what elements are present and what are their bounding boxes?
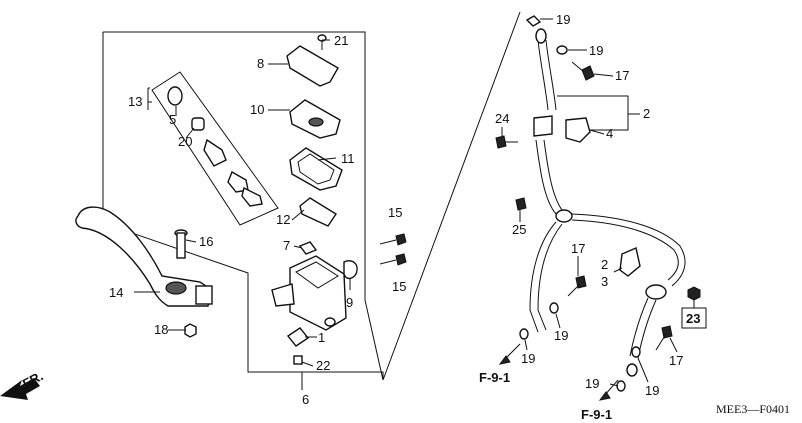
callout-9: 9 [346,295,353,310]
callout-23: 23 [686,311,700,326]
callout-19-bottom: 19 [585,376,599,391]
callout-11: 11 [341,151,355,166]
brake-lever [75,206,213,307]
callout-24: 24 [495,111,509,126]
ref-f91-right: F-9-1 [581,407,612,422]
callout-6: 6 [302,392,309,407]
callout-17-mid: 17 [571,241,585,256]
callout-13: 13 [128,94,142,109]
callout-5: 5 [169,112,176,127]
callout-2-lower: 2 [601,257,608,272]
assembly-outline [102,11,521,381]
callout-18: 18 [154,322,168,337]
cross-references: F-9-1 F-9-1 [479,343,619,422]
callout-19-top: 19 [556,12,570,27]
callout-16: 16 [199,234,213,249]
callout-20: 20 [178,134,192,149]
callout-14: 14 [109,285,123,300]
callout-2-upper: 2 [643,106,650,121]
callout-10: 10 [250,102,264,117]
callout-19-left: 19 [521,351,535,366]
leader-lines [134,18,695,390]
callout-19-right: 19 [645,383,659,398]
drawing-code: MEE3—F0401 [716,402,790,416]
callout-labels: 21 8 10 11 12 7 9 1 22 6 15 15 13 5 20 1… [109,12,707,407]
brake-hose-assembly [495,15,701,392]
front-arrow-icon [0,378,40,400]
callout-15-upper: 15 [388,205,402,220]
ref-f91-left: F-9-1 [479,370,510,385]
callout-22: 22 [316,358,330,373]
callout-4: 4 [606,126,613,141]
callout-15-lower: 15 [392,279,406,294]
master-cylinder-body [271,241,358,365]
callout-17-low: 17 [669,353,683,368]
callout-7: 7 [283,238,290,253]
callout-19-upper: 19 [589,43,603,58]
callout-1: 1 [318,330,325,345]
reservoir-parts [286,34,343,227]
callout-25: 25 [512,222,526,237]
callout-23-box [681,307,707,329]
callout-3: 3 [601,274,608,289]
piston-kit [167,86,263,207]
callout-19-mid: 19 [554,328,568,343]
mount-bolts [379,233,407,266]
callout-8: 8 [257,56,264,71]
callout-21: 21 [334,33,348,48]
front-arrow: FR. [0,368,46,400]
pivot-nut [184,323,197,338]
callout-17-top: 17 [615,68,629,83]
pivot-bolt [174,229,188,259]
callout-12: 12 [276,212,290,227]
